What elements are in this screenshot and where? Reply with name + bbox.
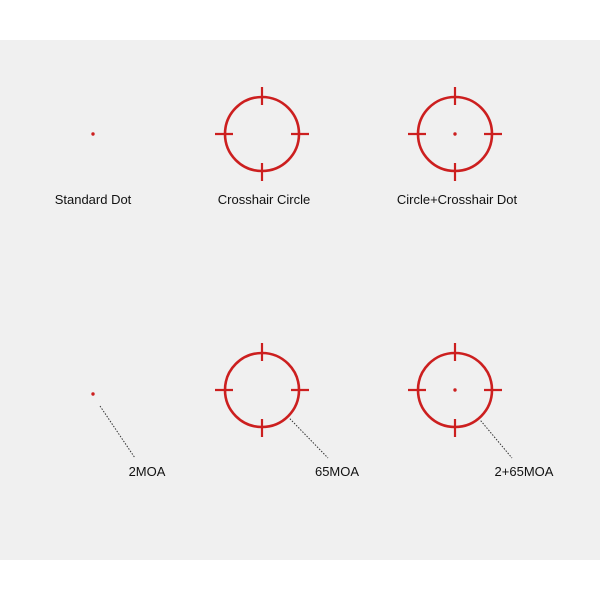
reticle-circle — [223, 95, 301, 173]
label-65moa: 65MOA — [314, 464, 360, 479]
reticle-crosshair-circle — [215, 87, 309, 181]
center-dot — [453, 388, 457, 392]
label-2-65moa: 2+65MOA — [494, 464, 554, 479]
label-2moa: 2MOA — [128, 464, 166, 479]
callout-line — [289, 418, 329, 459]
label-crosshair-circle: Crosshair Circle — [217, 192, 311, 207]
label-circle-crosshair-dot: Circle+Crosshair Dot — [396, 192, 518, 207]
reticle-circle-65moa — [215, 343, 329, 459]
reticle-circle-crosshair-dot — [408, 87, 502, 181]
reticle-dot-2moa — [91, 392, 136, 459]
callout-line — [99, 405, 136, 459]
reticle-combo-2-65moa — [408, 343, 513, 459]
reticle-standard-dot — [91, 132, 95, 136]
diagram-background — [0, 40, 600, 560]
callout-line — [480, 420, 513, 459]
reticle-circle — [223, 351, 301, 429]
center-dot — [453, 132, 457, 136]
label-standard-dot: Standard Dot — [54, 192, 132, 207]
center-dot — [91, 132, 95, 136]
center-dot — [91, 392, 95, 396]
